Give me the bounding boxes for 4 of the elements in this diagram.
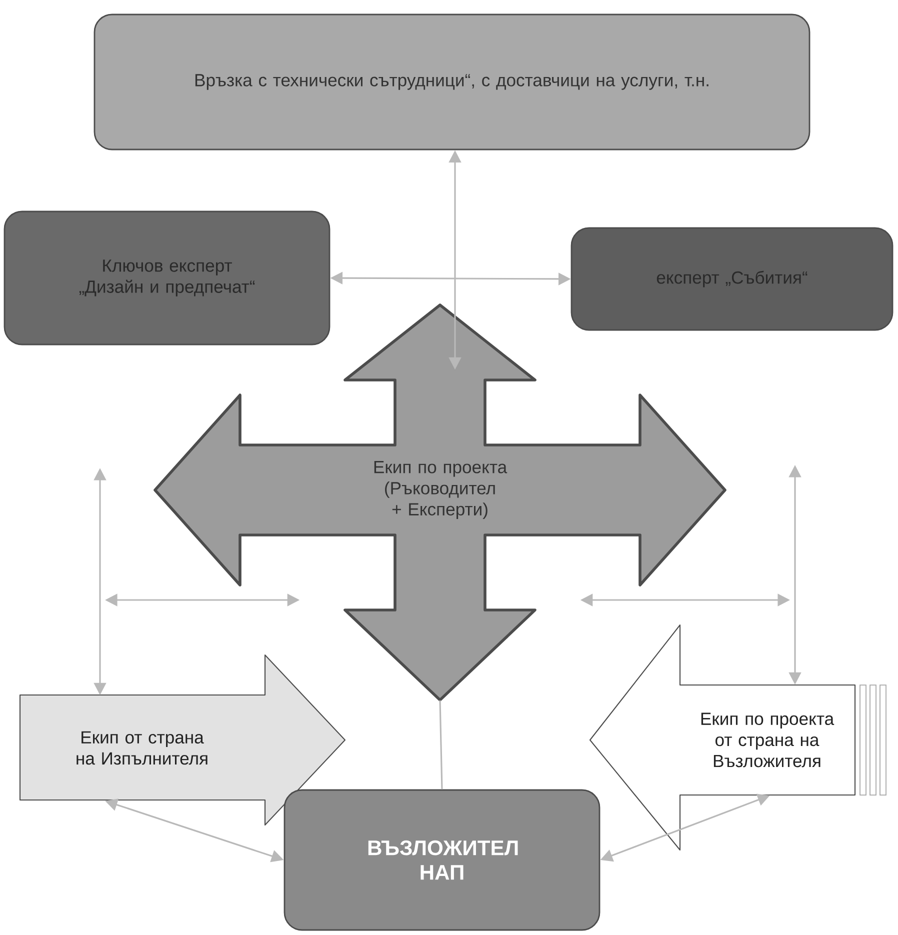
process-box: Връзка с технически сътрудници“, с доставчици на услуги, т.н.: [94, 14, 810, 150]
process-box: ВЪЗЛОЖИТЕЛ НАП: [284, 789, 600, 931]
connector-line: [439, 700, 443, 790]
process-box: Ключов експерт „Дизайн и предпечат“: [4, 210, 330, 346]
